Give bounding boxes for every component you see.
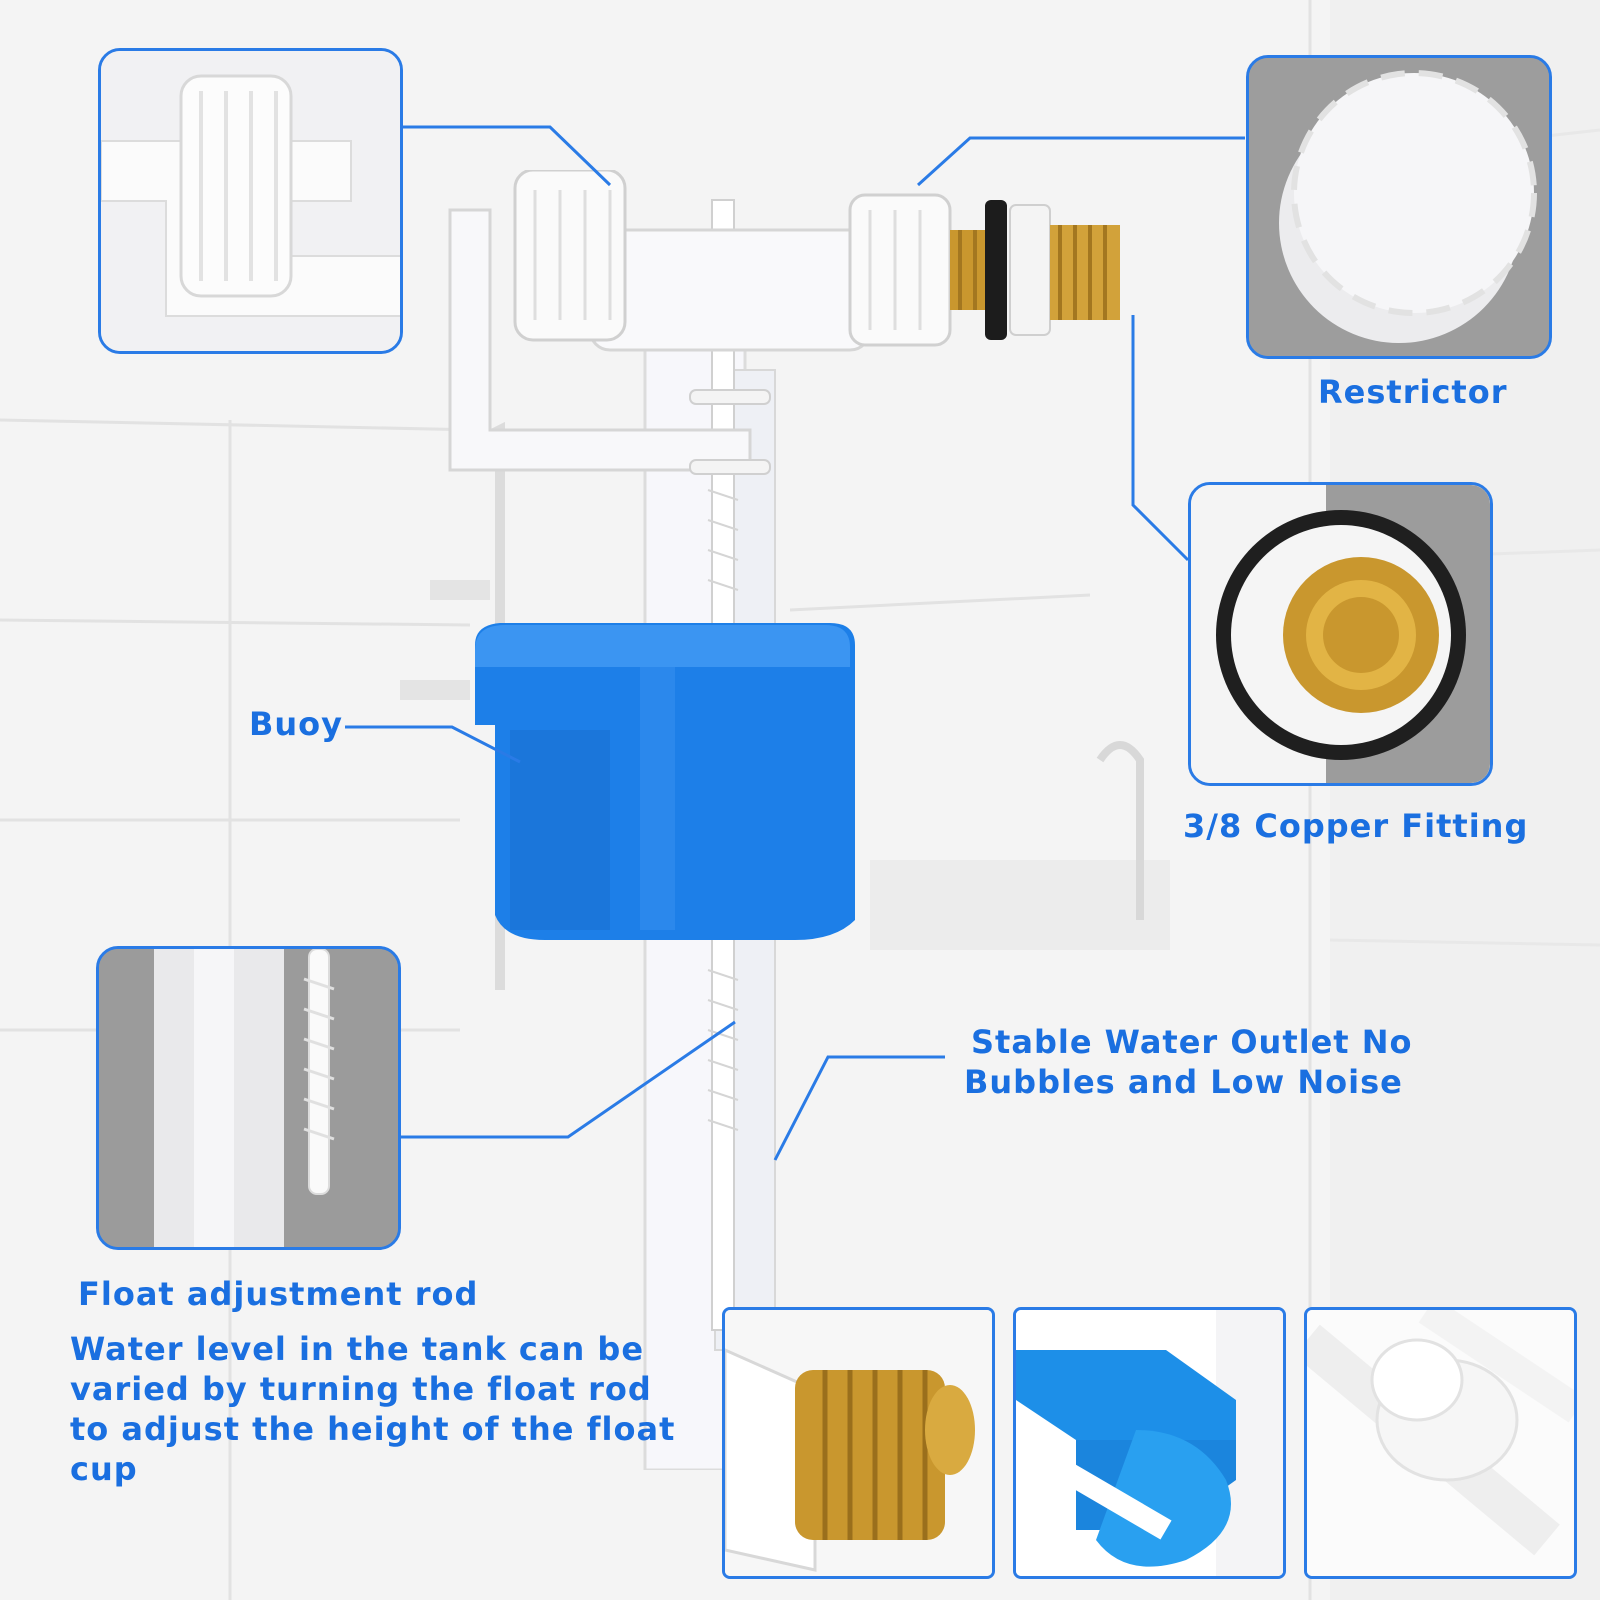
detail-box-copper-fitting [1188,482,1493,786]
label-copper-fitting: 3/8 Copper Fitting [1183,807,1529,845]
thumbnail-brass-thread [722,1307,995,1579]
float-rod-desc-line4: cup [70,1450,138,1488]
thumbnail-buoy-clip [1013,1307,1286,1579]
detail-box-top-nut [98,48,403,354]
fill-valve-product [440,170,1200,1470]
label-float-rod-title: Float adjustment rod [78,1275,479,1313]
label-stable-outlet-line1: Stable Water Outlet No [971,1023,1413,1061]
detail-box-float-rod [96,946,401,1250]
float-rod-desc-line1: Water level in the tank can be [70,1330,645,1368]
label-restrictor: Restrictor [1318,373,1508,411]
float-rod-desc-line2: varied by turning the float rod [70,1370,652,1408]
detail-box-restrictor [1246,55,1552,359]
label-buoy: Buoy [249,705,344,743]
float-rod-desc-line3: to adjust the height of the float [70,1410,676,1448]
label-stable-outlet-line2: Bubbles and Low Noise [964,1063,1403,1101]
thumbnail-washer-rod [1304,1307,1577,1579]
